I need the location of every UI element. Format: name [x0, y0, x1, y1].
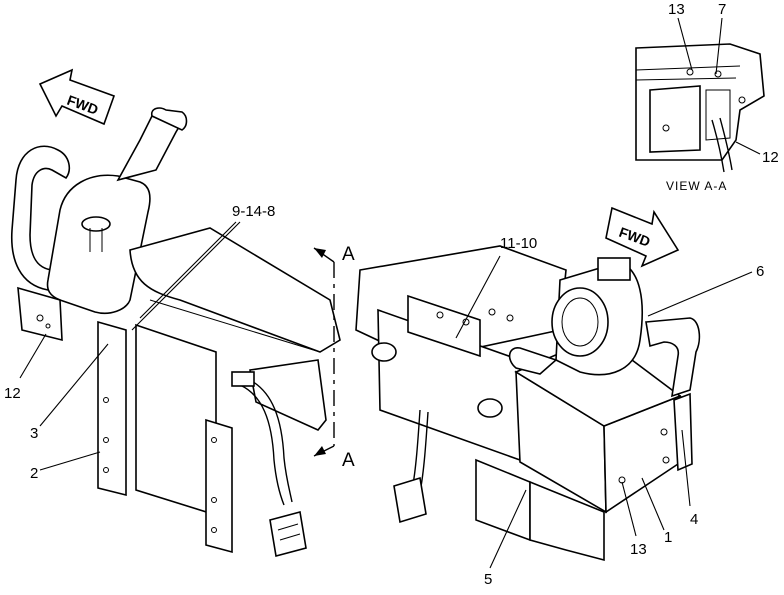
view-a-a-inset [635, 43, 765, 173]
callout-4: 4 [690, 511, 698, 528]
view-caption: VIEW A-A [666, 179, 727, 193]
callout-6: 6 [756, 263, 764, 280]
callout-13-top: 13 [668, 1, 685, 18]
callout-7: 7 [718, 1, 726, 18]
fwd-arrow-right: FWD [605, 206, 680, 268]
callout-1: 1 [664, 529, 672, 546]
section-line: A A [313, 244, 355, 471]
callout-labels: 9-14-8 11-10 12 3 2 6 4 1 13 5 13 7 12 V… [4, 1, 779, 588]
fwd-arrow-left: FWD [38, 68, 116, 126]
section-label-bottom: A [342, 450, 355, 471]
callout-9-14-8: 9-14-8 [232, 203, 275, 220]
callout-12-left: 12 [4, 385, 21, 402]
callout-5: 5 [484, 571, 492, 588]
callout-13-bottom: 13 [630, 541, 647, 558]
left-console-assembly [10, 107, 341, 557]
right-console-assembly [355, 245, 701, 562]
callout-2: 2 [30, 465, 38, 482]
callout-11-10: 11-10 [500, 235, 537, 252]
callout-3: 3 [30, 425, 38, 442]
leader-lines [19, 17, 761, 569]
section-label-top: A [342, 244, 355, 265]
callout-12-right: 12 [762, 149, 779, 166]
